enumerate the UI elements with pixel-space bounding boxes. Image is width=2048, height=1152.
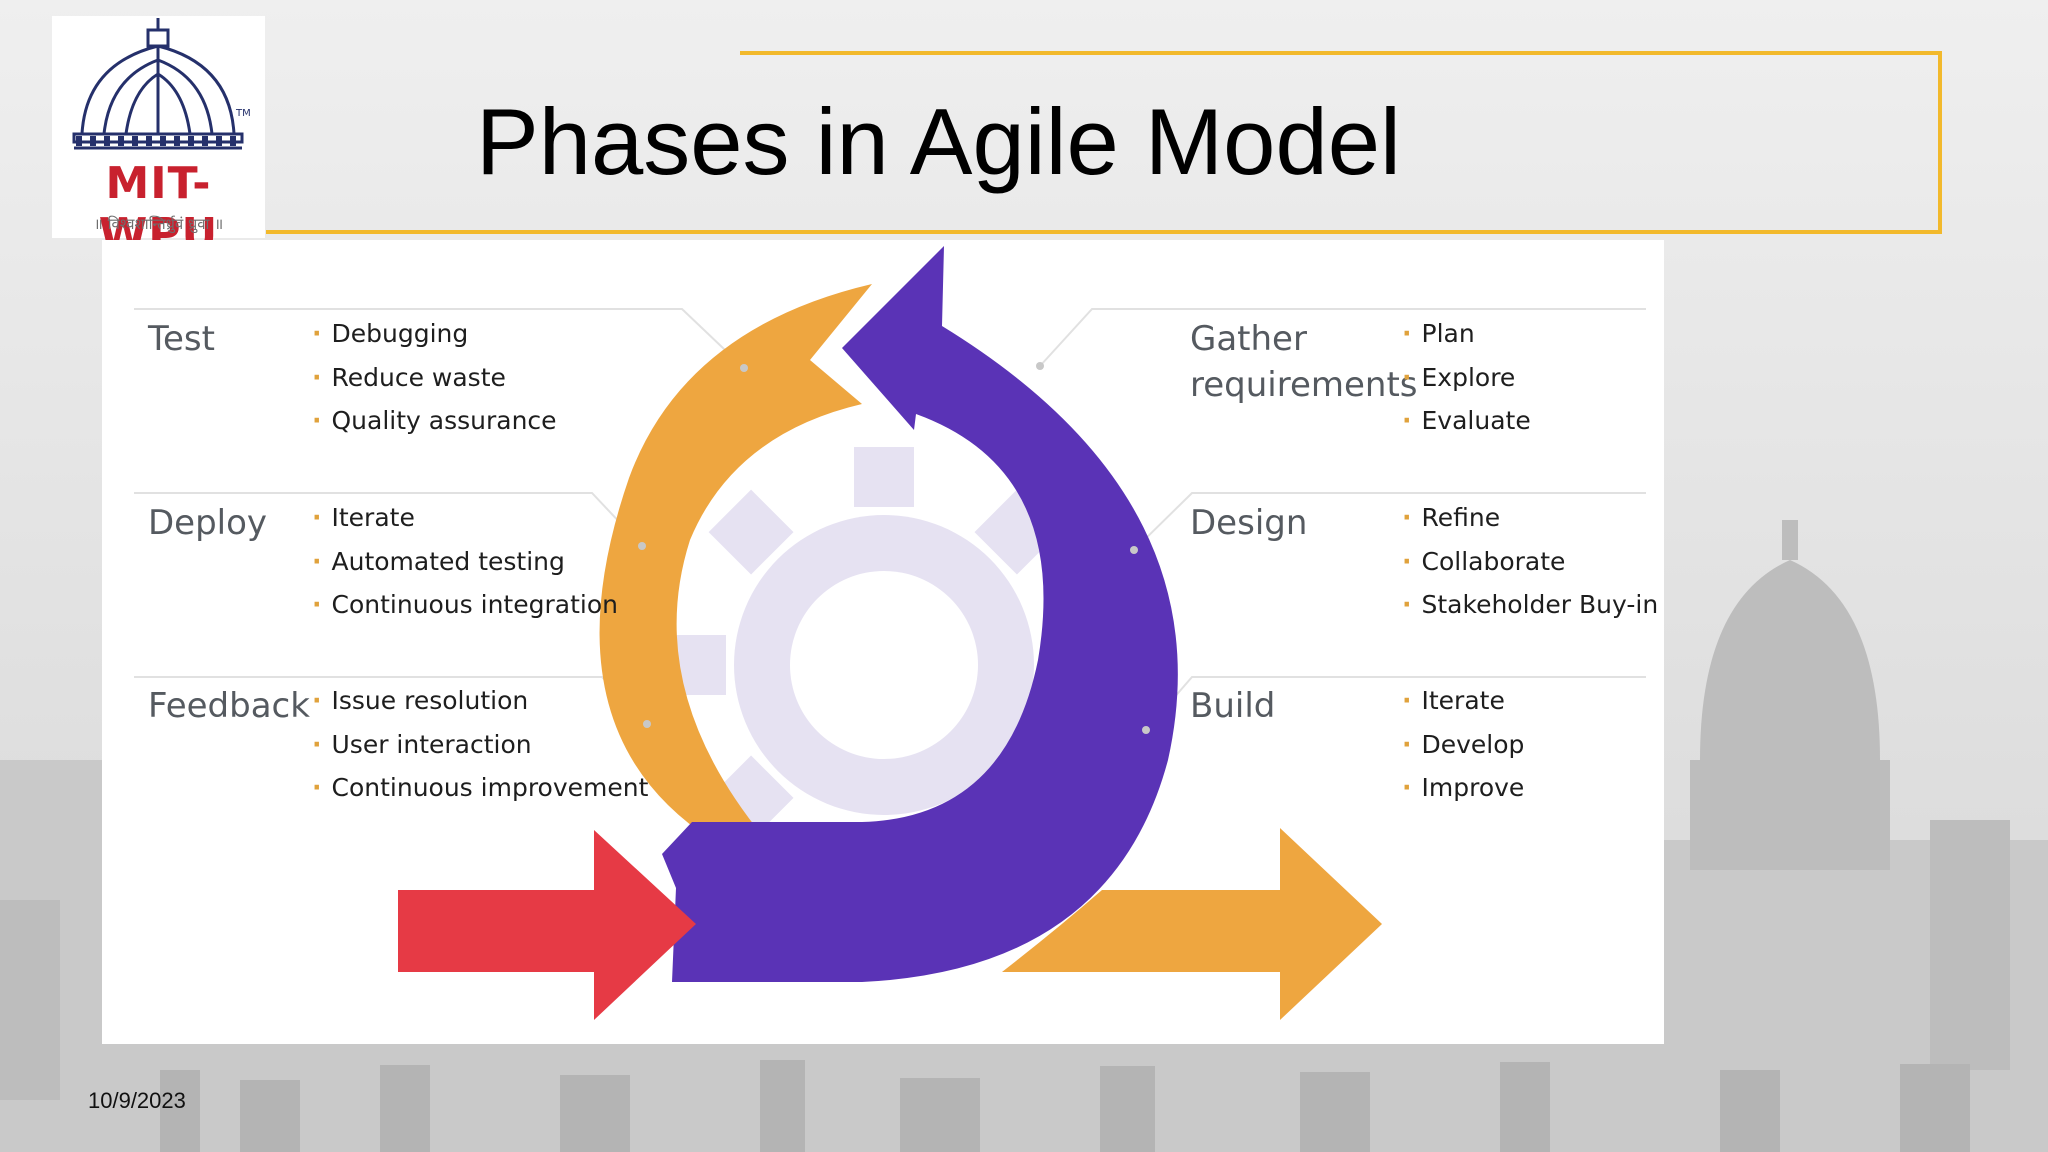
phase-items-deploy: Iterate Automated testing Continuous int… (312, 496, 618, 627)
list-item: Explore (1402, 356, 1531, 400)
phase-items-build: Iterate Develop Improve (1402, 679, 1525, 810)
phase-items-gather-requirements: Plan Explore Evaluate (1402, 312, 1531, 443)
slide-title: Phases in Agile Model (476, 89, 1401, 194)
cycle-graphic (134, 246, 1646, 1020)
phase-label-deploy: Deploy (148, 503, 268, 543)
logo-tagline: ॥ विश्वशान्तिर्ध्रुवं ध्रुवा ॥ (93, 215, 224, 233)
input-arrow (398, 830, 696, 1020)
dome-icon: TM (72, 18, 251, 150)
list-item: Refine (1402, 496, 1658, 540)
list-item: Quality assurance (312, 399, 557, 443)
phase-items-feedback: Issue resolution User interaction Contin… (312, 679, 649, 810)
list-item: Iterate (1402, 679, 1524, 723)
phase-label-design: Design (1190, 503, 1308, 543)
list-item: Continuous integration (312, 583, 618, 627)
phase-items-test: Debugging Reduce waste Quality assurance (312, 312, 557, 443)
phase-items-design: Refine Collaborate Stakeholder Buy-in (1402, 496, 1659, 627)
list-item: Continuous improvement (312, 766, 649, 810)
phase-label-build: Build (1190, 686, 1276, 726)
trademark-mark: TM (235, 108, 251, 119)
title-frame (266, 51, 1942, 234)
list-item: Improve (1402, 766, 1525, 810)
list-item: Issue resolution (312, 679, 648, 723)
purple-cycle-arrow (662, 246, 1178, 982)
list-item: Plan (1402, 312, 1531, 356)
list-item: Stakeholder Buy-in (1402, 583, 1659, 627)
university-logo: TM MIT-WPU ॥ विश्वशान्तिर्ध्रुवं ध्रुवा … (52, 16, 265, 260)
orange-cycle-arrow (599, 284, 872, 840)
list-item: Collaborate (1402, 540, 1658, 584)
list-item: Iterate (312, 496, 618, 540)
list-item: Automated testing (312, 540, 618, 584)
phase-label-test: Test (148, 319, 215, 359)
list-item: Develop (1402, 723, 1525, 767)
list-item: Reduce waste (312, 356, 557, 400)
list-item: Debugging (312, 312, 557, 356)
list-item: Evaluate (1402, 399, 1531, 443)
slide-date: 10/9/2023 (88, 1088, 186, 1113)
agile-cycle-diagram: Test Debugging Reduce waste Quality assu… (102, 240, 1664, 1044)
list-item: User interaction (312, 723, 648, 767)
phase-label-gather-requirements: Gather requirements (1190, 319, 1418, 405)
output-arrow (1002, 828, 1382, 1020)
phase-label-feedback: Feedback (148, 686, 310, 726)
